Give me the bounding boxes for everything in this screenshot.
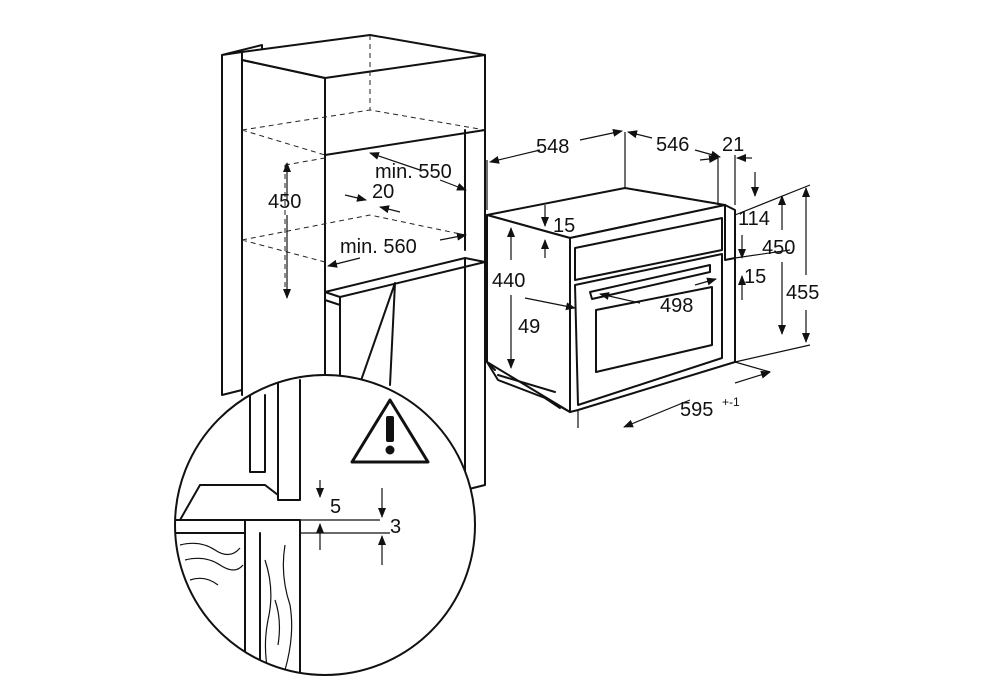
oven-dimensions: 548 546 21 15 440 114 450 455 15 498 49 … <box>489 128 819 428</box>
front-thickness-arrow-a <box>699 155 719 163</box>
niche-depth-arrow-b <box>439 179 467 191</box>
niche-offset-label: 20 <box>372 181 394 203</box>
niche-height-label: 450 <box>268 191 301 213</box>
panel-gap-label: 15 <box>744 266 766 288</box>
niche-depth-label: min. 550 <box>375 161 452 183</box>
detail-callout: 5 3 <box>174 282 476 676</box>
niche-offset-arrow-a <box>344 194 367 202</box>
depth-arrow-b <box>579 128 623 141</box>
top-offset-label: 15 <box>553 215 575 237</box>
depth-arrow-a <box>489 149 541 164</box>
body-depth-arrow-b <box>694 149 721 159</box>
handle-width-arrow-b <box>694 277 717 286</box>
detail-gap-label: 5 <box>330 496 341 518</box>
panel-height-label: 114 <box>738 208 770 230</box>
oven-body-depth-label: 546 <box>656 134 689 156</box>
front-width-arrow-b <box>734 370 771 384</box>
niche-offset-arrow-b <box>379 205 401 214</box>
niche-depth-arrow-a <box>369 152 421 171</box>
handle-offset-arrow <box>524 297 576 311</box>
handle-width-arrow-a <box>599 292 641 304</box>
handle-width-label: 498 <box>660 295 693 317</box>
niche-width-arrow-a <box>439 232 467 241</box>
front-width-label: 595 <box>680 399 713 421</box>
cabinet-dimensions: 450 min. 550 20 min. 560 <box>268 152 467 299</box>
niche-width-label: min. 560 <box>340 236 417 258</box>
handle-offset-label: 49 <box>518 316 540 338</box>
detail-section <box>175 379 301 675</box>
front-width-arrow-a <box>623 399 691 428</box>
front-width-tolerance: +-1 <box>722 395 740 409</box>
cabinet <box>221 34 486 491</box>
front-height-label: 450 <box>762 237 795 259</box>
body-height-label: 440 <box>492 270 525 292</box>
warning-icon <box>350 398 430 464</box>
niche-width-arrow-b <box>327 257 361 268</box>
total-height-label: 455 <box>786 282 819 304</box>
oven-depth-label: 548 <box>536 136 569 158</box>
front-thickness-label: 21 <box>722 134 744 156</box>
body-depth-arrow-a <box>627 130 653 139</box>
detail-clearance-label: 3 <box>390 516 401 538</box>
